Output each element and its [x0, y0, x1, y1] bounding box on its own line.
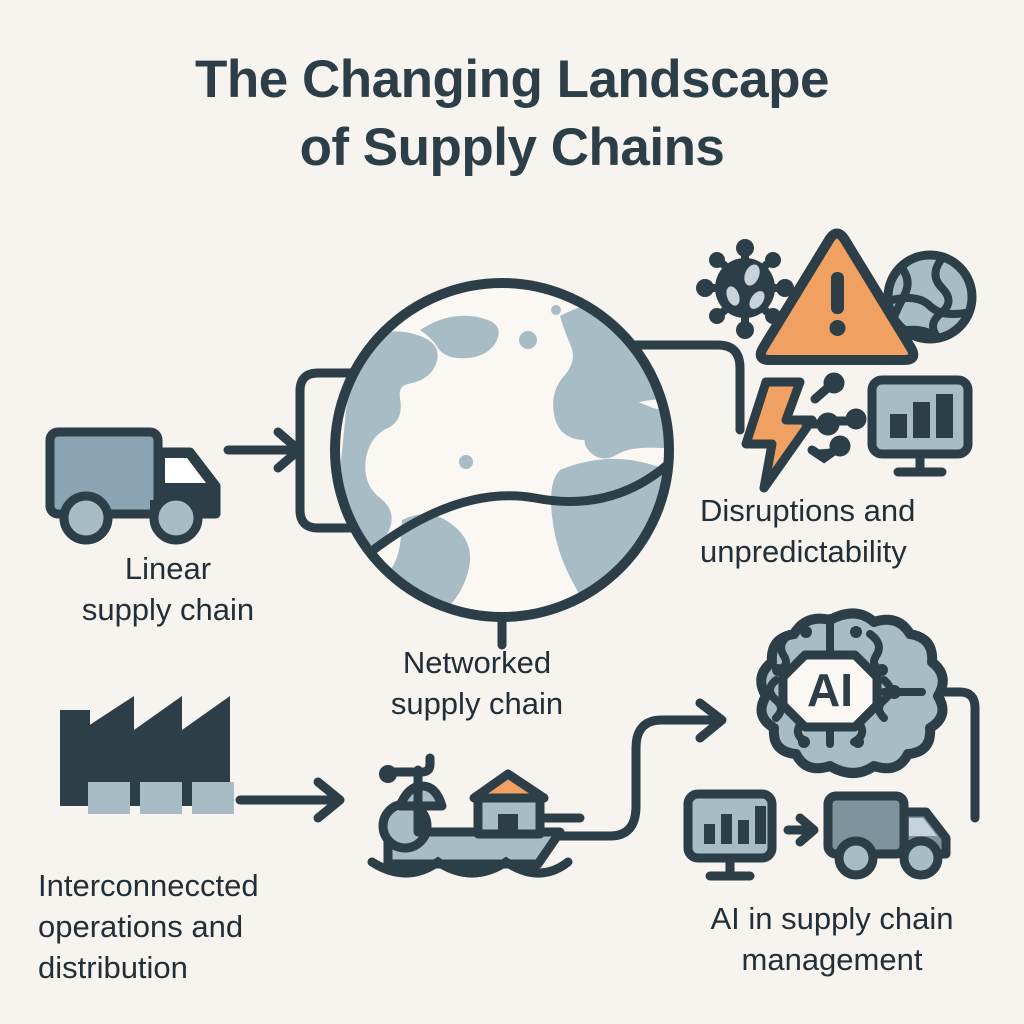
- monitor-chart-icon: [867, 375, 973, 477]
- arrow-monitor-to-truck-icon: [783, 813, 819, 847]
- connector-truck-to-globe: [223, 368, 357, 533]
- delivery-truck-icon: [823, 791, 951, 880]
- ai-brain-icon: AI: [756, 608, 948, 778]
- connector-factory-to-port: [235, 777, 345, 823]
- page-title: The Changing Landscape of Supply Chains: [0, 46, 1024, 182]
- caption-networked-supply-chain: Networked supply chain: [390, 645, 564, 722]
- warning-triangle-icon: [755, 228, 919, 365]
- delivery-truck-icon: [45, 427, 221, 545]
- connector-globe-to-disruptions: [631, 340, 745, 435]
- caption-disruptions: Disruptions and unpredictability: [700, 493, 916, 570]
- caption-ai-supply-chain: AI in supply chain management: [710, 901, 954, 978]
- connector-port-to-ai: [531, 698, 727, 841]
- broken-network-icon: [801, 372, 867, 464]
- page-title-line2: of Supply Chains: [299, 117, 725, 177]
- factory-icon: [60, 696, 234, 814]
- caption-linear-supply-chain: Linear supply chain: [81, 551, 255, 628]
- globe-small-icon: [883, 250, 977, 344]
- ai-brain-label: AI: [807, 664, 853, 716]
- cargo-ship-icon: [367, 753, 585, 878]
- monitor-chart-icon: [683, 789, 777, 881]
- connector-ai-loop: [925, 687, 980, 823]
- lightning-bolt-icon: [741, 377, 817, 493]
- page-title-line1: The Changing Landscape: [195, 50, 829, 109]
- caption-interconnected-operations: Interconneccted operations and distribut…: [38, 868, 259, 986]
